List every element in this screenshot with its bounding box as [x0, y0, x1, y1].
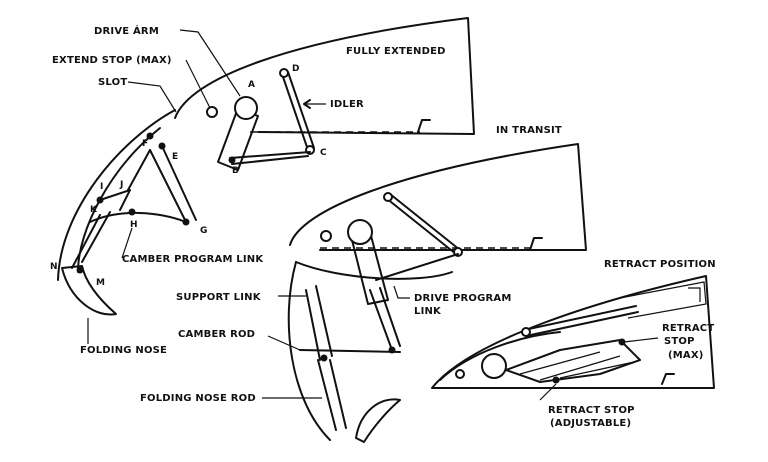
label-point-a: A	[248, 80, 256, 90]
nose-rod-extended	[81, 211, 111, 263]
label-point-n: N	[50, 262, 58, 272]
label-retract-stop-max-2: STOP	[664, 336, 695, 347]
fully-extended-assembly	[57, 17, 475, 344]
label-point-j: J	[120, 180, 124, 190]
pivot-h	[128, 208, 136, 216]
pivot-e	[158, 142, 166, 150]
label-camber-rod: CAMBER ROD	[178, 329, 256, 340]
label-extend-stop: EXTEND STOP (MAX)	[52, 55, 172, 66]
leader-drive-arm	[179, 29, 241, 97]
label-camber-program-link: CAMBER PROGRAM LINK	[122, 254, 264, 265]
label-retract-stop-adj-1: RETRACT STOP	[548, 405, 635, 416]
label-slot: SLOT	[98, 77, 128, 88]
pivot-g	[182, 218, 190, 226]
leader-camber-program	[121, 227, 133, 259]
label-drive-program-link-2: LINK	[414, 306, 442, 317]
folding-nose-transit	[355, 398, 401, 443]
label-point-d: D	[292, 64, 300, 74]
drive-link-retract	[523, 305, 637, 331]
extend-stop-transit	[320, 230, 332, 242]
label-point-m: M	[96, 278, 106, 288]
label-point-g: G	[200, 226, 208, 236]
folding-nose-rod-transit	[317, 359, 337, 431]
camber-rod-transit	[299, 349, 401, 353]
label-retract-position: RETRACT POSITION	[604, 259, 716, 270]
wing-section-transit	[289, 143, 587, 251]
label-drive-arm: DRIVE ÁRM	[94, 26, 159, 37]
leader-drive-program-link	[393, 285, 410, 299]
in-transit-assembly	[262, 143, 587, 443]
drive-program-link-transit	[369, 289, 393, 351]
leader-camber-rod	[267, 335, 301, 351]
mechanism-retract	[505, 339, 641, 383]
drive-arm-pivot-retract	[481, 353, 507, 379]
extend-stop-extended	[206, 106, 218, 118]
drive-arm-pivot-extended	[234, 96, 258, 120]
camber-program-link-extended	[89, 211, 187, 223]
label-retract-stop-max-3: (MAX)	[668, 350, 704, 361]
chord-mark-extended	[417, 119, 431, 133]
leader-retract-stop-adj	[539, 383, 557, 401]
label-retract-stop-adj-2: (ADJUSTABLE)	[550, 418, 632, 429]
wing-section-extended	[174, 17, 475, 135]
folding-nose-extended	[61, 265, 117, 316]
link-transit	[375, 253, 459, 281]
wing-rib-retract	[619, 281, 707, 319]
support-link-extended	[127, 149, 151, 191]
retract-position-assembly	[431, 275, 715, 401]
label-point-b: B	[232, 166, 240, 176]
pivot-k	[96, 196, 104, 204]
label-folding-nose-rod: FOLDING NOSE ROD	[140, 393, 256, 404]
leader-extend-stop	[185, 59, 211, 109]
label-point-h: H	[130, 220, 138, 230]
label-fully-extended: FULLY EXTENDED	[346, 46, 446, 57]
pivot-f	[146, 132, 154, 140]
program-link-e-g	[149, 149, 187, 223]
slat-upper-transit	[295, 261, 453, 280]
label-point-c: C	[320, 148, 327, 158]
pivot-b	[228, 156, 236, 164]
label-support-link: SUPPORT LINK	[176, 292, 261, 303]
idler-link-extended	[281, 73, 309, 151]
support-link-transit	[305, 289, 321, 361]
pivot-d	[279, 68, 289, 78]
slat-skin-extended	[57, 109, 176, 281]
slat-retract	[439, 331, 561, 381]
link-b-c	[229, 151, 311, 159]
label-point-f: F	[142, 139, 149, 149]
leader-retract-stop-max	[623, 337, 659, 343]
label-retract-stop-max-1: RETRACT	[662, 323, 715, 334]
drive-arm-pivot-transit	[347, 219, 373, 245]
idler-link-transit	[385, 197, 457, 255]
label-idler: IDLER	[330, 99, 364, 110]
slat-skin-transit	[287, 261, 331, 441]
label-point-i: I	[100, 182, 104, 192]
label-drive-program-link-1: DRIVE PROGRAM	[414, 293, 512, 304]
label-folding-nose: FOLDING NOSE	[80, 345, 168, 356]
label-point-k: K	[90, 205, 98, 215]
retract-stop-adjustable	[552, 376, 560, 384]
label-in-transit: IN TRANSIT	[496, 125, 562, 136]
label-point-e: E	[172, 152, 179, 162]
leader-slot	[127, 81, 177, 113]
